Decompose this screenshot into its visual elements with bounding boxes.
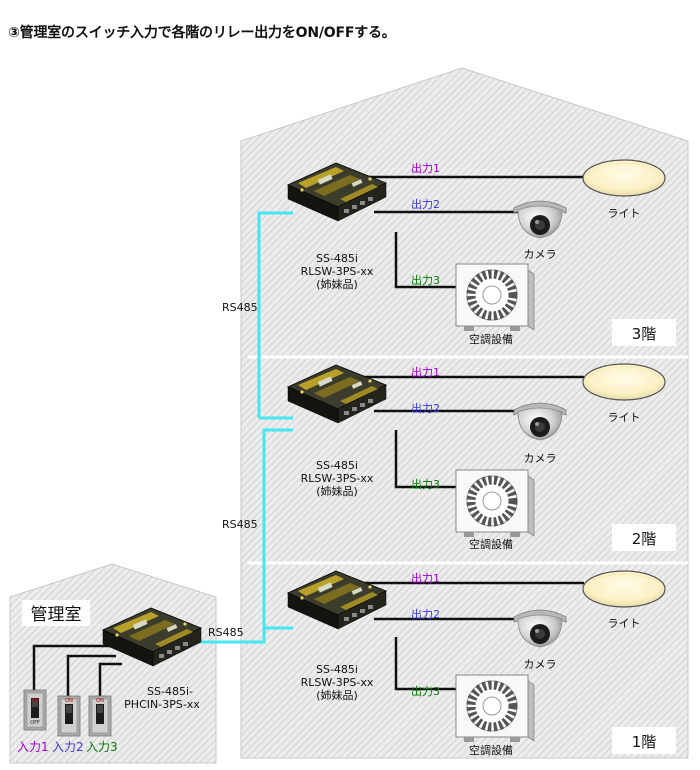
aircon-unit-icon [456,675,534,742]
aircon-unit-icon [456,470,534,537]
switch-on-text-1: ON [31,698,39,704]
load-label-light: ライト [608,411,641,424]
switch-2[interactable]: ON [57,695,81,737]
relay-label-3: (姉妹品) [316,484,358,498]
relay-label-2: RLSW-3PS-xx [301,472,374,485]
floor-label-box [612,727,676,754]
page-heading: ③管理室のスイッチ入力で各階のリレー出力をON/OFFする。 [8,25,396,41]
output-3-label: 出力3 [411,477,440,491]
switch-on-text-3: ON [96,698,104,704]
input-unit-label-1: SS-485i- [147,685,193,698]
output-2-label: 出力2 [411,607,440,621]
control-room-title: 管理室 [31,605,82,625]
output-2-label: 出力2 [411,401,440,415]
switch-off-text-1: OFF [30,720,40,726]
input-label-1: 入力1 [17,740,49,754]
output-3-label: 出力3 [411,684,440,698]
rs485-label-1: RS485 [208,626,244,639]
floor-label-box [612,319,676,346]
load-label-light: ライト [608,617,641,630]
aircon-unit-icon [456,264,534,331]
rs485-label-3: RS485 [222,301,258,314]
rs485-label-2: RS485 [222,518,258,531]
output-2-label: 出力2 [411,197,440,211]
output-3-label: 出力3 [411,273,440,287]
input-wiring [32,644,122,696]
floor-label-box [612,524,676,551]
relay-label-3: (姉妹品) [316,688,358,702]
output-1-label: 出力1 [411,365,440,379]
load-label-aircon: 空調設備 [469,537,513,551]
load-label-camera: カメラ [524,658,557,671]
input-label-3: 入力3 [86,740,118,754]
floor-label: 2階 [632,530,657,548]
switch-on-text-2: ON [65,698,73,704]
ceiling-light-icon [582,363,666,401]
input-unit-label-2: PHCIN-3PS-xx [124,698,200,711]
load-label-aircon: 空調設備 [469,743,513,757]
rs485-bus [186,211,293,644]
floor-label: 3階 [632,325,657,343]
output-1-label: 出力1 [411,161,440,175]
relay-label-1: SS-485i [316,252,358,265]
floor-1: 出力1 出力2 出力3 SS-485i RLSW-3PS-xx (姉妹品) ライ… [287,570,676,757]
switch-3[interactable]: ON [88,695,112,737]
relay-label-1: SS-485i [316,459,358,472]
relay-wiring [360,175,584,289]
control-room-title-box [22,600,90,626]
output-1-label: 出力1 [411,571,440,585]
relay-label-2: RLSW-3PS-xx [301,265,374,278]
floor-2: 出力1 出力2 出力3 SS-485i RLSW-3PS-xx (姉妹品) ライ… [287,363,676,551]
input-label-2: 入力2 [52,740,84,754]
ceiling-light-icon [582,570,666,608]
relay-label-2: RLSW-3PS-xx [301,676,374,689]
floor-label: 1階 [632,733,657,751]
relay-label-1: SS-485i [316,663,358,676]
load-label-light: ライト [608,207,641,220]
relay-wiring [360,375,584,489]
load-label-camera: カメラ [524,248,557,261]
floor-3: 出力1 出力2 出力3 SS-485i RLSW-3PS-xx (姉妹品) ライ… [287,159,676,346]
relay-wiring [360,581,584,691]
switch-1[interactable]: ON OFF [23,689,47,731]
relay-label-3: (姉妹品) [316,277,358,291]
load-label-camera: カメラ [524,452,557,465]
ceiling-light-icon [582,159,666,197]
load-label-aircon: 空調設備 [469,332,513,346]
